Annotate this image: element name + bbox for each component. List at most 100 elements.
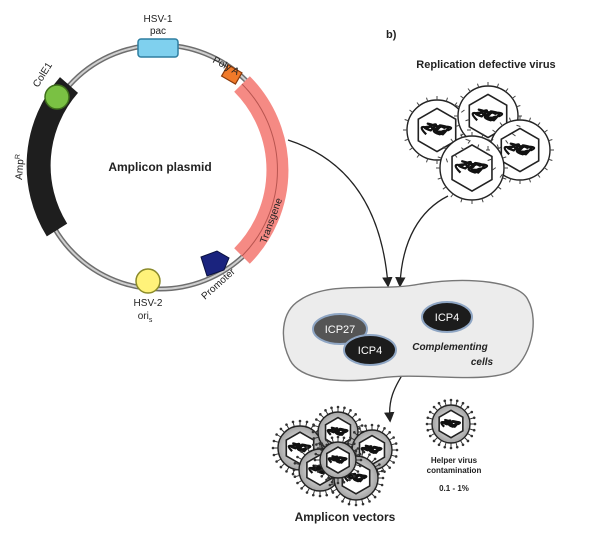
virion-spike [543, 129, 548, 133]
plasmid-to-cell-arrow [287, 139, 393, 288]
cole1-label: ColE1 [31, 60, 55, 89]
icp4-right-label: ICP4 [435, 312, 459, 324]
virion-spike [460, 133, 463, 138]
virion-spike [502, 156, 507, 159]
virion-spike [465, 138, 470, 141]
virion-spike [548, 139, 553, 142]
virion-spike [460, 147, 465, 151]
virion-spike [505, 139, 509, 144]
amp-label-text: Amp [14, 158, 26, 180]
virion-spike [490, 138, 494, 143]
virion-spike [477, 83, 480, 88]
virion-spike [528, 117, 531, 122]
virion-spike [537, 122, 541, 127]
virion-spike [481, 198, 484, 203]
virion-spike [487, 139, 492, 142]
helper-virion [425, 398, 477, 450]
complementing-cells-line2: cells [471, 357, 494, 368]
virion-spike [497, 146, 502, 150]
hsv2-ori-origin [135, 268, 161, 294]
virion-spike [487, 158, 492, 161]
virion-spike [445, 158, 448, 163]
helper-virus-line2: contamination [427, 466, 482, 475]
virion-spike [467, 139, 471, 144]
hsv2-ori-label-line1: HSV-2 [134, 298, 163, 309]
virion-spike [511, 95, 516, 99]
amp-label-superscript: R [14, 154, 21, 160]
virion-spike [496, 144, 499, 149]
plasmid-title: Amplicon plasmid [108, 160, 211, 174]
virion-spike [460, 198, 463, 203]
virion-spike [416, 153, 420, 158]
virion-spike [511, 133, 516, 137]
virion-spike [426, 97, 429, 102]
virion-spike [499, 173, 503, 178]
virion-spike [509, 117, 512, 122]
icp27-nucleus [312, 313, 368, 345]
icp27-label: ICP27 [325, 324, 356, 336]
hsv2-ori-label-text: ori [138, 311, 149, 322]
virion-spike [442, 186, 447, 190]
replication-defective-virus-title: Replication defective virus [416, 59, 555, 71]
virion-spike [467, 88, 471, 93]
hsv2-ori-label-line2: oris [138, 311, 153, 324]
icp4-nucleus-right [421, 301, 473, 333]
amplicon-vector-virion [313, 435, 363, 485]
amplicon-vectors-label: Amplicon vectors [295, 510, 396, 524]
helper-virus-range: 0.1 - 1% [439, 484, 469, 493]
virion-spike [404, 138, 409, 141]
virion-spike [450, 138, 454, 143]
defective-virion [489, 119, 551, 181]
hsv1-pac-label-line2: pac [150, 26, 166, 37]
defective-virion [439, 135, 505, 201]
virion-spike [426, 158, 429, 163]
virion-spike [409, 109, 414, 113]
virion-spike [450, 193, 454, 198]
virion-spike [509, 178, 512, 183]
virion-spike [490, 193, 494, 198]
virion-spike [543, 167, 548, 171]
amp-label: AmpR [13, 154, 27, 180]
virion-spike [437, 177, 442, 180]
virion-spike [496, 83, 499, 88]
virion-spike [465, 119, 470, 122]
virion-spike [516, 124, 521, 127]
virus-to-cell-arrow [395, 195, 449, 288]
hsv1-pac-label-line1: HSV-1 [144, 14, 173, 25]
virion-spike [404, 119, 409, 122]
virion-spike [492, 129, 497, 133]
virion-spike [416, 102, 420, 107]
virion-spike [505, 88, 509, 93]
amplicon-plasmid: Amplicon plasmid HSV-1 pac Poly A ColE1 … [13, 14, 289, 324]
cell-to-vectors-arrow [384, 371, 405, 423]
virion-spike [516, 105, 521, 108]
virion-spike [437, 156, 442, 159]
amplicon-vectors-cluster [271, 405, 399, 507]
virion-spike [548, 158, 553, 161]
promoter-element [200, 250, 230, 277]
virion-spike [455, 124, 460, 127]
virion-spike [445, 97, 448, 102]
virion-spike [528, 178, 531, 183]
virion-spike [537, 173, 541, 178]
virion-spike [502, 177, 507, 180]
icp4-nucleus-left [343, 334, 397, 366]
cole1-origin [44, 84, 70, 110]
replication-defective-virus-cluster [403, 82, 554, 204]
virion-spike [481, 133, 484, 138]
complementing-cells-line1: Complementing [412, 342, 488, 353]
virion-spike [409, 147, 414, 151]
virion-spike [442, 146, 447, 150]
virion-spike [460, 109, 465, 113]
virion-spike [477, 144, 480, 149]
helper-virus [425, 398, 477, 450]
helper-virus-line1: Helper virus [431, 456, 478, 465]
virion-spike [499, 122, 503, 127]
hsv1-pac-element [137, 38, 179, 58]
panel-label: b) [386, 29, 397, 41]
virion-spike [460, 95, 465, 99]
icp4-left-label: ICP4 [358, 345, 382, 357]
virion-spike [454, 102, 458, 107]
